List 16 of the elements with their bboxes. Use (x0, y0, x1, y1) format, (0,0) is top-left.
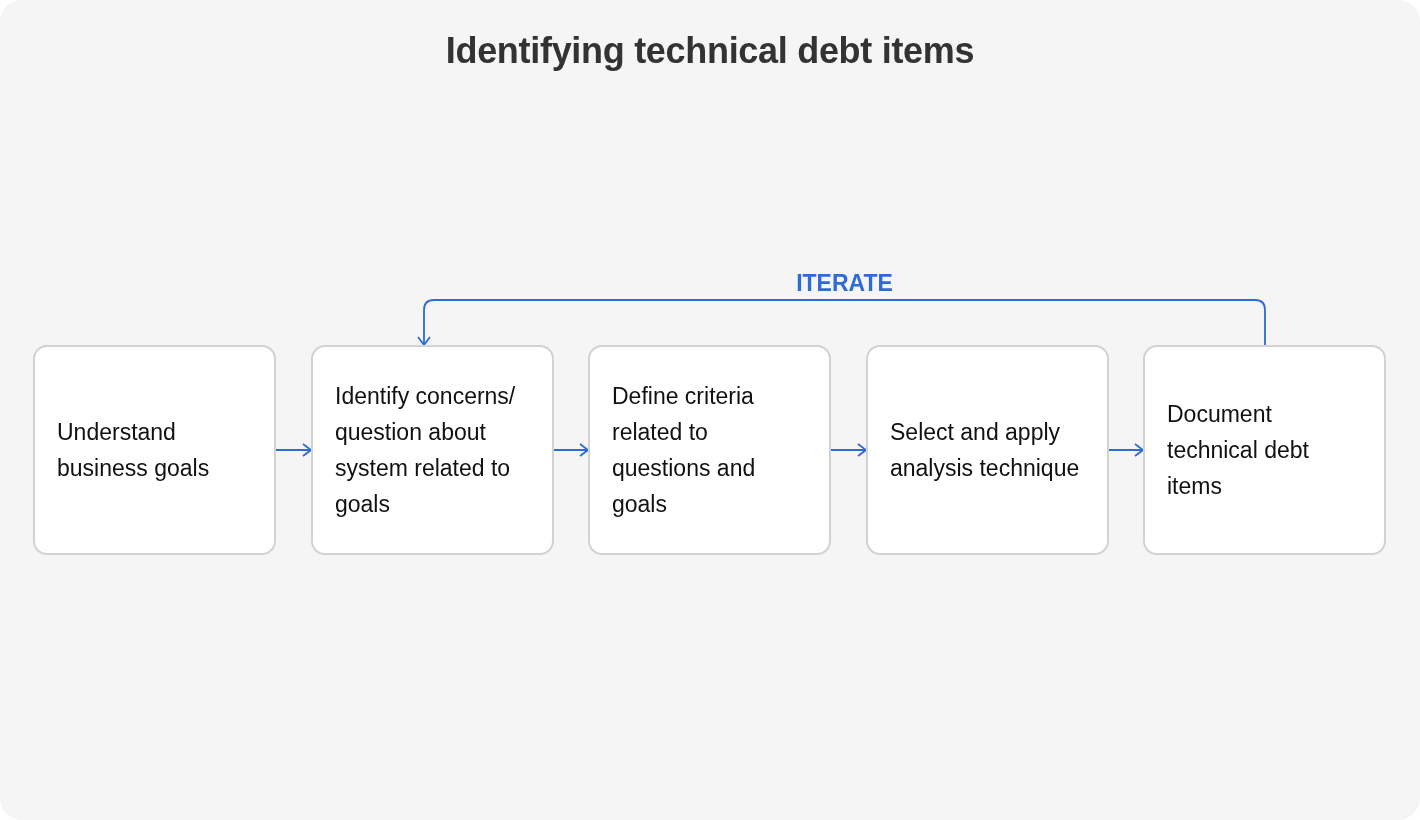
step-text: Identify concerns/ question about system related to goals (335, 382, 517, 519)
step-text: Understand business goals (57, 418, 211, 483)
arrow (830, 443, 867, 457)
arrow (417, 299, 1266, 346)
process-box (588, 345, 831, 555)
process-box (311, 345, 554, 555)
arrow (275, 443, 312, 457)
diagram-title: Identifying technical debt items (444, 30, 976, 72)
step-text: Select and apply analysis technique (890, 418, 1081, 483)
process-box (1143, 345, 1386, 555)
process-box (33, 345, 276, 555)
step-text: Document technical debt items (1167, 400, 1310, 501)
arrow (1108, 443, 1144, 457)
arrow (553, 443, 589, 457)
step-text: Define criteria related to questions and goals (612, 382, 757, 519)
process-box (866, 345, 1109, 555)
